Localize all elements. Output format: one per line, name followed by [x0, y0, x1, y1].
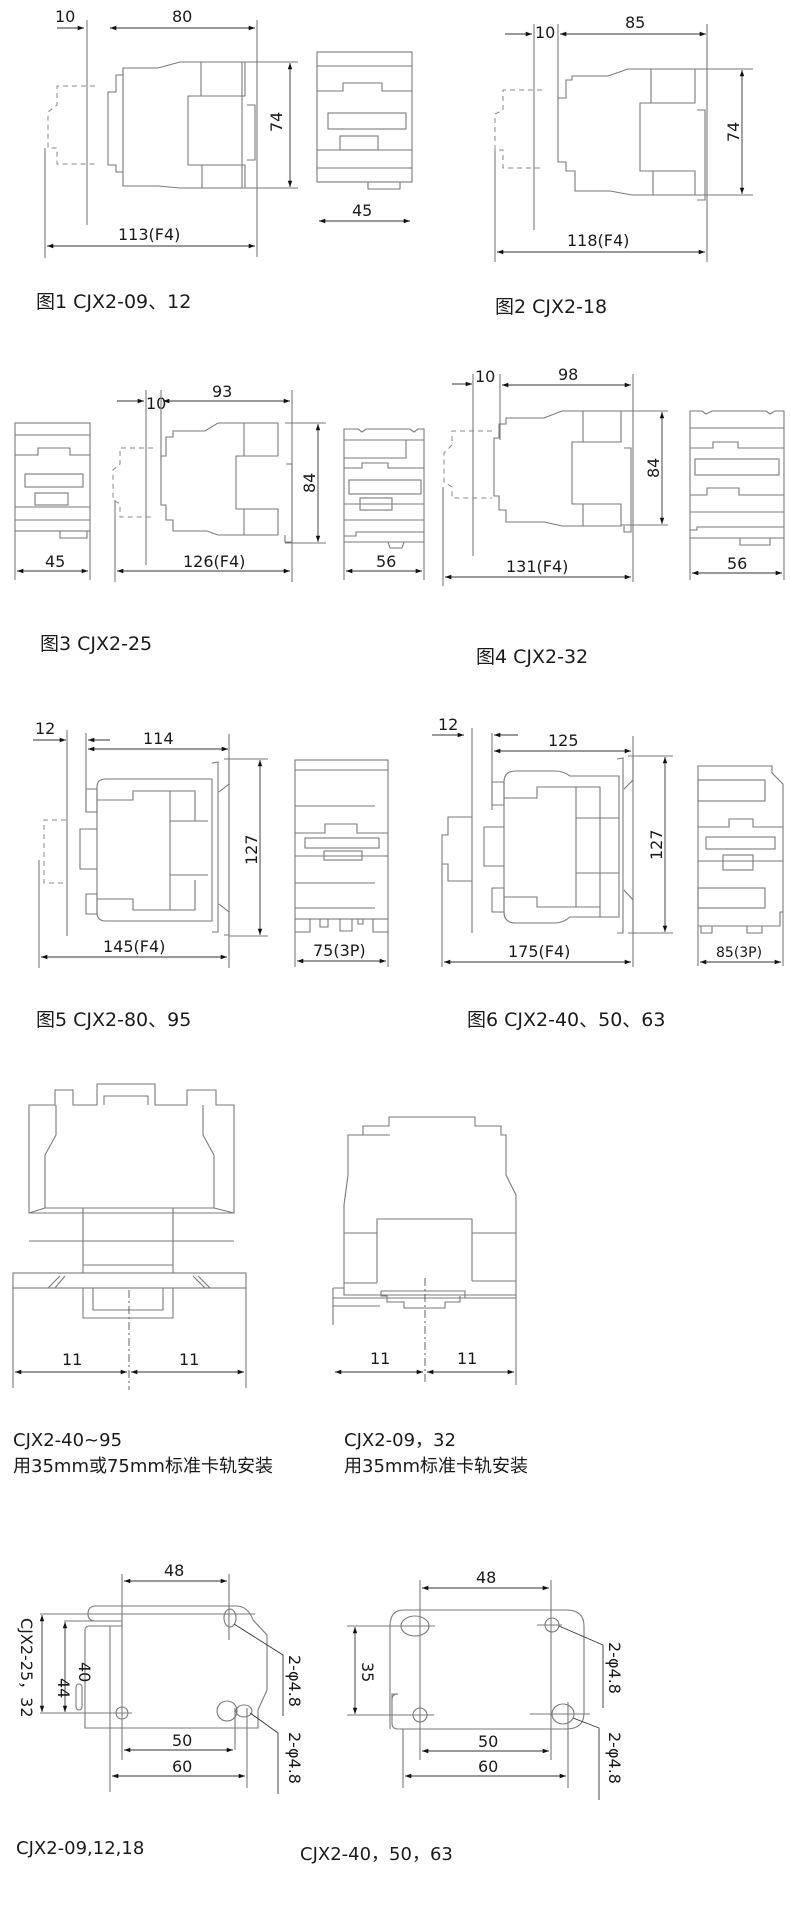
- rail-mount-cjx2-40-95: 11 11 CJX2-40~95 用35mm或75mm标准卡轨安装: [0, 1060, 330, 1510]
- figure-3-drawing: 45 10 93 84 126(F4) 56: [14, 382, 425, 582]
- figure-5-cjx2-80-95: 12 114 127 145(F4): [0, 700, 420, 1040]
- rail-mount-2-caption: CJX2-09，32 用35mm标准卡轨安装: [344, 1428, 528, 1480]
- figure-2-drawing: 10 85 74 118(F4): [494, 13, 753, 262]
- figure-1-cjx2-09-12: 10 80 74 113(F4) 45 图1 CJX2-09、12: [0, 0, 413, 320]
- dim-left: 11: [62, 1350, 82, 1369]
- dim-60: 60: [172, 1757, 192, 1776]
- rail-mount-2-title: CJX2-09，32: [344, 1430, 456, 1451]
- dim-overall: 126(F4): [183, 552, 245, 571]
- dim-depth: 80: [172, 7, 192, 26]
- dim-right: 11: [179, 1350, 199, 1369]
- hole-callout-a: 2-φ4.8: [285, 1655, 304, 1707]
- rail-mount-2-note: 用35mm标准卡轨安装: [344, 1456, 528, 1477]
- dim-width: 45: [352, 201, 372, 220]
- dim-height: 84: [300, 473, 319, 493]
- dim-offset: 10: [475, 367, 495, 386]
- hole-pattern-1-caption: CJX2-09,12,18: [16, 1838, 145, 1859]
- dim-right: 11: [457, 1349, 477, 1368]
- dim-height: 74: [267, 112, 286, 132]
- figure-2-cjx2-18: 10 85 74 118(F4) 图2 CJX2-18: [395, 0, 790, 320]
- dim-overall: 131(F4): [506, 557, 568, 576]
- dim-height: 74: [724, 122, 743, 142]
- hole-pattern-cjx2-09-12-18: 48 44 40 CJX2-25，32 50 60 2-φ4.8 2-φ4.8 …: [0, 1560, 330, 1921]
- dim-top: 48: [476, 1568, 496, 1587]
- figure-4-caption: 图4 CJX2-32: [476, 646, 589, 668]
- hole-callout-b: 2-φ4.8: [605, 1732, 624, 1784]
- dim-depth: 85: [625, 13, 645, 32]
- dim-width: 56: [376, 552, 396, 571]
- dim-offset: 10: [146, 394, 166, 413]
- dim-width-left: 45: [45, 552, 65, 571]
- dim-50: 50: [478, 1732, 498, 1751]
- dim-top: 48: [164, 1561, 184, 1580]
- dim-depth: 98: [558, 365, 578, 384]
- dim-overall: 145(F4): [103, 937, 165, 956]
- dim-width: 56: [727, 554, 747, 573]
- dim-height: 127: [242, 834, 261, 865]
- figure-3-cjx2-25: 45 10 93 84 126(F4) 56 图3: [0, 360, 430, 680]
- dim-overall: 118(F4): [567, 231, 629, 250]
- dim-offset: 10: [55, 7, 75, 26]
- dim-50: 50: [172, 1731, 192, 1750]
- rail-mount-1-title: CJX2-40~95: [13, 1430, 123, 1451]
- hole-pattern-cjx2-40-50-63: 48 35 50 60 2-φ4.8 2-φ4.8 CJX2-40，50，63: [300, 1560, 660, 1921]
- hole-callout-b: 2-φ4.8: [285, 1732, 304, 1784]
- dim-depth: 93: [212, 382, 232, 401]
- dim-overall: 113(F4): [118, 225, 180, 244]
- hole-pattern-1-drawing: 48 44 40 CJX2-25，32 50 60 2-φ4.8 2-φ4.8: [17, 1561, 304, 1794]
- figure-5-drawing: 12 114 127 145(F4): [33, 719, 389, 968]
- figure-6-drawing: 12 125 127 175(F4): [432, 715, 784, 967]
- figure-2-caption: 图2 CJX2-18: [495, 296, 608, 318]
- dim-width: 75(3P): [313, 941, 366, 960]
- rail-mount-1-note: 用35mm或75mm标准卡轨安装: [13, 1456, 273, 1477]
- hole-callout-a: 2-φ4.8: [605, 1642, 624, 1694]
- dim-overall: 175(F4): [508, 942, 570, 961]
- dim-35: 35: [358, 1662, 377, 1682]
- figure-6-cjx2-40-50-63: 12 125 127 175(F4): [420, 700, 790, 1040]
- hole-pattern-2-drawing: 48 35 50 60 2-φ4.8 2-φ4.8: [347, 1568, 624, 1800]
- rail-mount-1-drawing: 11 11: [12, 1083, 247, 1390]
- dim-44: 44: [54, 1678, 73, 1698]
- dim-40: 40: [75, 1662, 94, 1682]
- dim-offset: 12: [438, 715, 458, 734]
- rail-mount-2-drawing: 11 11: [332, 1116, 517, 1385]
- dim-depth: 125: [548, 731, 579, 750]
- hole-pattern-2-caption: CJX2-40，50，63: [300, 1844, 453, 1865]
- dim-depth: 114: [143, 729, 174, 748]
- figure-5-caption: 图5 CJX2-80、95: [36, 1009, 192, 1031]
- rail-mount-cjx2-09-32: 11 11 CJX2-09，32 用35mm标准卡轨安装: [320, 1080, 580, 1510]
- figure-4-cjx2-32: 10 98 84 131(F4) 56 图4 CJX2-32: [430, 360, 790, 680]
- dim-height: 127: [647, 829, 666, 860]
- dim-width: 85(3P): [716, 945, 762, 961]
- dim-60: 60: [478, 1757, 498, 1776]
- figure-3-caption: 图3 CJX2-25: [40, 633, 153, 655]
- dim-offset: 10: [535, 23, 555, 42]
- dim-left: 11: [370, 1349, 390, 1368]
- dim-offset: 12: [35, 719, 55, 738]
- side-model-label: CJX2-25，32: [17, 1618, 36, 1718]
- rail-mount-1-caption: CJX2-40~95 用35mm或75mm标准卡轨安装: [13, 1428, 273, 1480]
- figure-1-caption: 图1 CJX2-09、12: [36, 291, 192, 313]
- figure-6-caption: 图6 CJX2-40、50、63: [467, 1009, 666, 1031]
- figure-1-drawing: 10 80 74 113(F4) 45: [44, 7, 413, 258]
- figure-4-drawing: 10 98 84 131(F4) 56: [442, 365, 785, 586]
- dim-height: 84: [644, 458, 663, 478]
